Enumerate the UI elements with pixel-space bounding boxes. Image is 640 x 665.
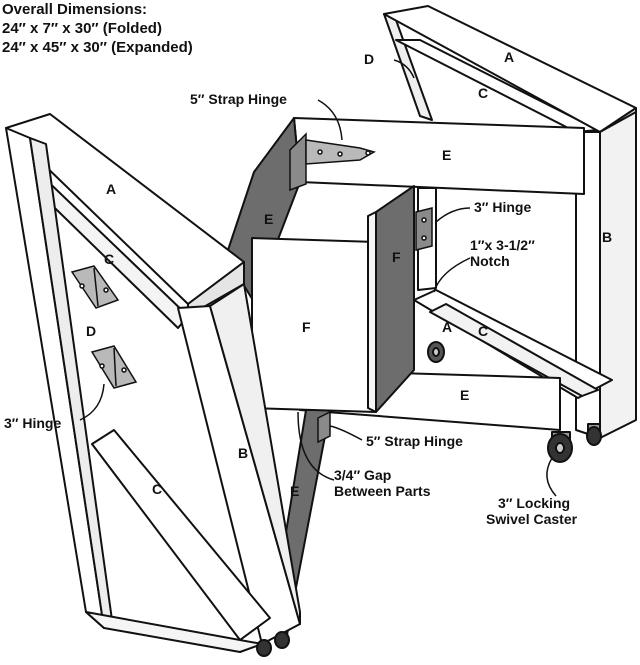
callout-caster-line2: Swivel Caster [486,511,578,527]
callout-notch-line1: 1″x 3-1/2″ [470,237,535,253]
label-b-right: B [602,229,612,245]
leader-strap-hinge-lower [329,425,363,441]
hinge-3in-left-upper [70,265,120,309]
dimensions-folded: 24″ x 7″ x 30″ (Folded) [2,20,162,37]
callout-strap-hinge-lower: 5″ Strap Hinge [366,433,463,449]
label-c-right-bottom: C [478,323,488,339]
label-c-right-top: C [478,85,488,101]
side-panel-f-edge [367,211,377,413]
label-e-left: E [264,211,273,227]
callout-gap-line2: Between Parts [334,483,431,499]
label-f-side: F [392,249,401,265]
leader-hinge-3in-right [435,207,471,223]
caster-back-left [427,341,445,363]
callout-gap-line1: 3/4″ Gap [334,467,391,483]
label-d-right: D [364,51,374,67]
caster-front-left [256,631,290,657]
leader-hinge-3in-left [79,383,105,421]
left-frame-leg-b-side [209,283,301,625]
front-panel-f [251,237,377,413]
label-a-left: A [106,181,116,197]
label-c-left-upper: C [104,251,114,267]
label-a-right-bottom: A [442,319,452,335]
leader-caster [546,457,557,497]
leader-d-top [393,59,415,79]
right-frame [383,5,637,439]
overall-dimensions: Overall Dimensions: 24″ x 7″ x 30″ (Fold… [2,0,193,57]
callout-notch-line2: Notch [470,253,510,269]
strap-hinge-top [289,132,376,192]
caster-back-right [547,423,602,463]
callout-caster-line1: 3″ Locking [498,495,570,511]
left-frame [5,113,301,653]
left-frame-bottom-c [91,429,271,641]
callout-hinge-3in-right: 3″ Hinge [474,199,531,215]
dimensions-heading: Overall Dimensions: [2,1,148,18]
strap-hinge-lower [317,410,331,444]
leader-notch [433,257,471,293]
label-f-front: F [302,319,311,335]
label-e-lower: E [290,483,299,499]
right-frame-bottom-c [429,303,599,397]
left-frame-bottom-a [85,611,263,653]
hinge-3in-right [415,207,433,251]
dimensions-expanded: 24″ x 45″ x 30″ (Expanded) [2,39,193,56]
hinge-3in-left-lower [90,345,138,389]
label-e-top: E [442,147,451,163]
callout-strap-hinge-top: 5″ Strap Hinge [190,91,287,107]
label-e-bottom: E [460,387,469,403]
callout-hinge-3in-left: 3″ Hinge [4,415,61,431]
leader-strap-hinge-top [317,99,343,141]
right-frame-leg-b-side [599,111,637,439]
label-c-left-lower: C [152,481,162,497]
label-b-left: B [238,445,248,461]
label-d-left: D [86,323,96,339]
label-a-right-top: A [504,49,514,65]
leader-gap [297,411,335,481]
